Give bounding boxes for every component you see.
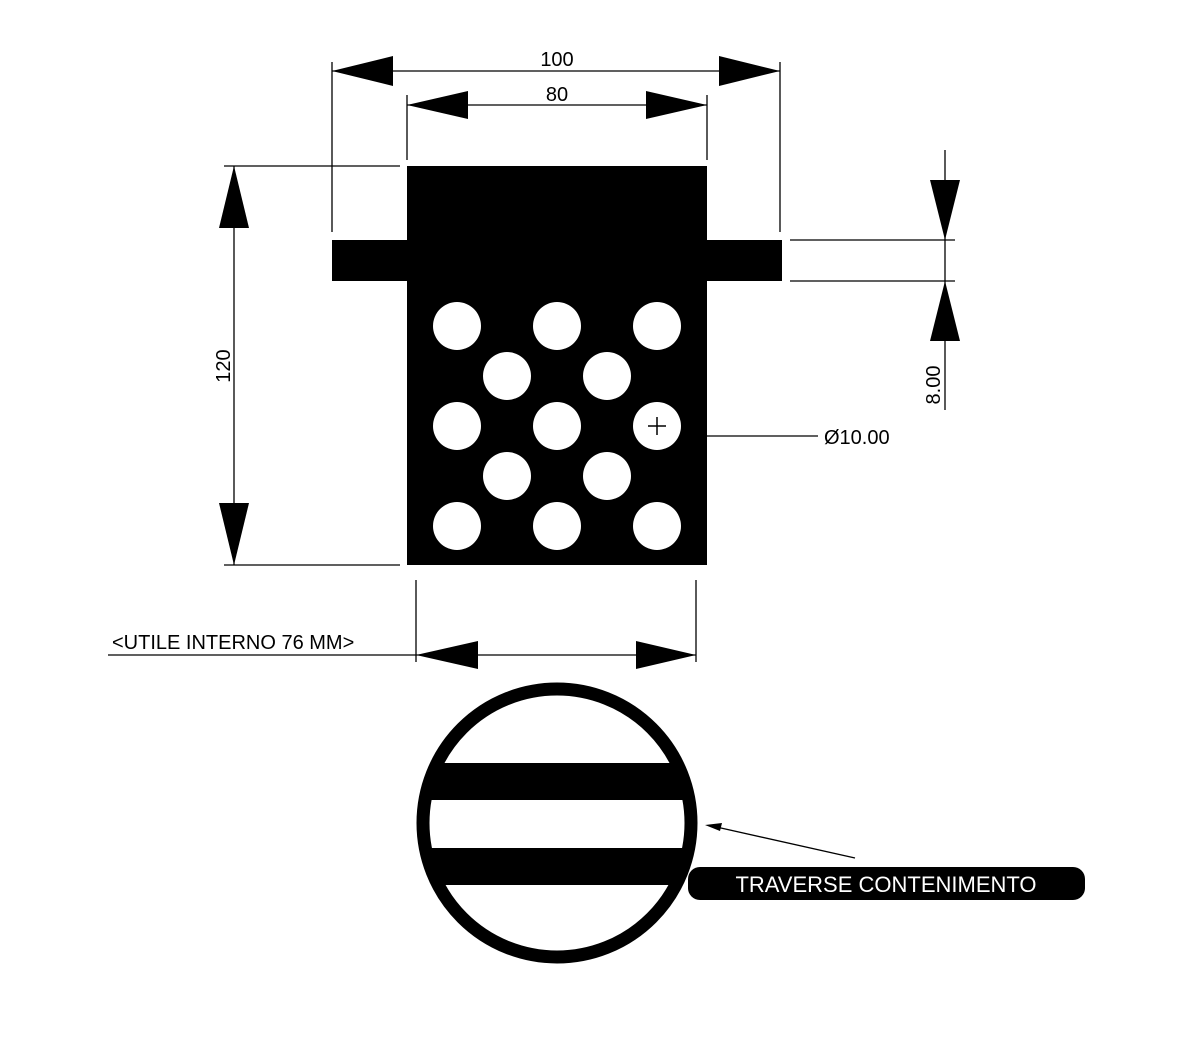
dim-height <box>224 165 400 566</box>
hole <box>633 502 681 550</box>
section-view <box>416 682 698 964</box>
hole <box>433 302 481 350</box>
hole <box>433 402 481 450</box>
arrow-icon <box>416 641 478 669</box>
hole <box>583 452 631 500</box>
arrow-icon <box>930 281 960 341</box>
arrow-icon <box>332 56 393 86</box>
flange <box>332 240 782 281</box>
arrow-icon <box>930 180 960 240</box>
callout-leader-line <box>711 825 856 859</box>
arrow-icon <box>219 503 249 565</box>
hole <box>483 352 531 400</box>
arrow-icon <box>219 166 249 228</box>
hole <box>583 352 631 400</box>
hole <box>633 302 681 350</box>
part-body <box>332 166 782 565</box>
dim-inner-useful <box>108 580 697 662</box>
dim-overall-width <box>331 62 781 232</box>
inner-useful-label: <UTILE INTERNO 76 MM> <box>112 632 354 654</box>
crossbar <box>423 848 691 885</box>
hole <box>483 452 531 500</box>
hole-pattern <box>433 302 681 550</box>
hole <box>533 302 581 350</box>
arrow-icon <box>407 91 468 119</box>
arrow-icon <box>705 823 722 831</box>
hole <box>533 402 581 450</box>
callout-badge: TRAVERSE CONTENIMENTO <box>688 867 1085 900</box>
dimension-arrows <box>219 56 960 831</box>
hole <box>533 502 581 550</box>
dim-label-overall-width: 100 <box>540 49 573 71</box>
arrow-icon <box>646 91 707 119</box>
crossbar <box>423 763 691 800</box>
center-cross-icon <box>648 417 666 435</box>
dim-label-inner-width: 80 <box>546 84 568 106</box>
hole-diameter-label: Ø10.00 <box>824 427 890 449</box>
arrow-icon <box>719 56 780 86</box>
arrow-icon <box>636 641 696 669</box>
dim-label-flange-thickness: 8.00 <box>923 366 945 405</box>
dim-label-height: 120 <box>213 349 235 382</box>
callout-label: TRAVERSE CONTENIMENTO <box>735 872 1036 897</box>
hole <box>433 502 481 550</box>
